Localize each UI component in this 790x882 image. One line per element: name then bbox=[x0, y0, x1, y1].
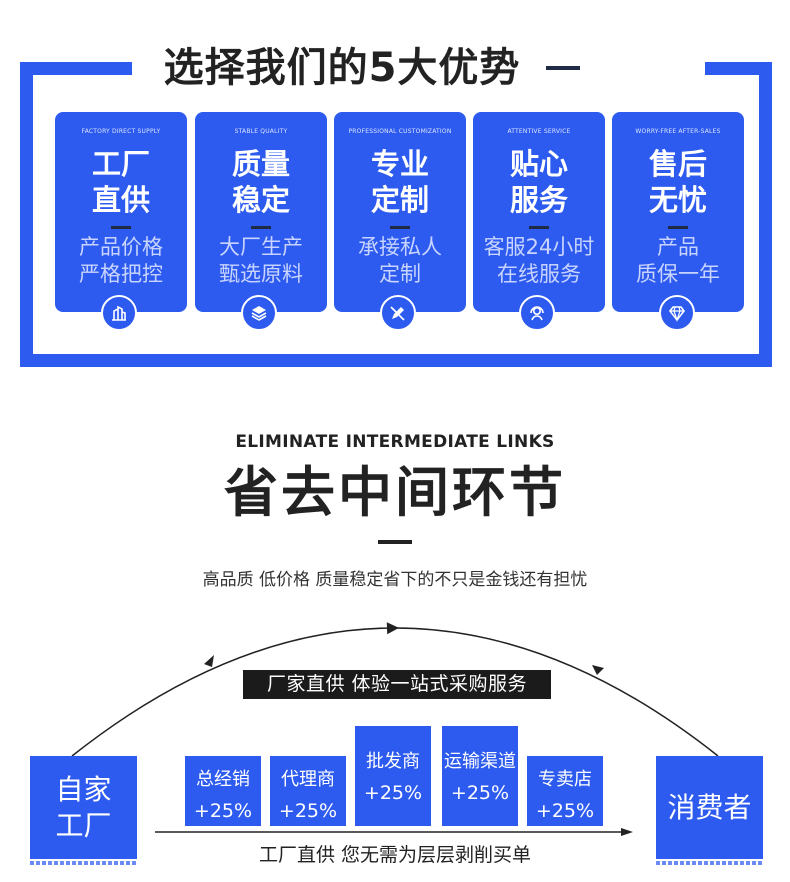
building-chart-icon bbox=[101, 295, 137, 331]
advantage-card-service: ATTENTIVE SERVICE 贴心服务 客服24小时在线服务 bbox=[473, 112, 605, 312]
card-description: 客服24小时在线服务 bbox=[483, 235, 595, 286]
middleman-agent: 代理商 +25% bbox=[270, 756, 346, 826]
title-dash bbox=[546, 66, 580, 70]
card-subtitle-en: STABLE QUALITY bbox=[234, 128, 288, 135]
middleman-transport: 运输渠道 +25% bbox=[442, 726, 518, 826]
card-subtitle-en: FACTORY DIRECT SUPPLY bbox=[81, 128, 161, 135]
pencil-ruler-icon bbox=[380, 295, 416, 331]
section-subtitle: 高品质 低价格 质量稳定省下的不只是金钱还有担忧 bbox=[202, 570, 588, 590]
advantage-card-customization: PROFESSIONAL CUSTOMIZATION 专业定制 承接私人定制 bbox=[334, 112, 466, 312]
card-description: 大厂生产甄选原料 bbox=[219, 235, 303, 286]
direct-supply-caption: 工厂直供 您无需为层层剥削买单 bbox=[258, 844, 532, 866]
frame-top-left-bar bbox=[20, 62, 132, 75]
frame-top-right-bar bbox=[705, 62, 772, 75]
layers-icon bbox=[241, 295, 277, 331]
direct-supply-arrow bbox=[155, 828, 633, 836]
card-dash bbox=[251, 226, 271, 229]
card-subtitle-en: PROFESSIONAL CUSTOMIZATION bbox=[348, 128, 452, 135]
self-factory-box: 自家 工厂 bbox=[30, 756, 137, 859]
section-heading-en: ELIMINATE INTERMEDIATE LINKS bbox=[235, 432, 555, 452]
consumer-box: 消费者 bbox=[656, 756, 763, 859]
card-title: 质量稳定 bbox=[231, 147, 290, 217]
middleman-distributor: 总经销 +25% bbox=[185, 756, 261, 826]
card-description: 产品价格严格把控 bbox=[79, 235, 163, 286]
advantage-card-stable-quality: STABLE QUALITY 质量稳定 大厂生产甄选原料 bbox=[195, 112, 327, 312]
card-title: 工厂直供 bbox=[91, 147, 150, 217]
heading-dash bbox=[378, 540, 412, 544]
card-dash bbox=[111, 226, 131, 229]
card-title: 专业定制 bbox=[370, 147, 429, 217]
card-dash bbox=[529, 226, 549, 229]
middleman-store: 专卖店 +25% bbox=[527, 756, 603, 826]
card-dash bbox=[668, 226, 688, 229]
diamond-icon bbox=[659, 295, 695, 331]
headset-person-icon bbox=[519, 295, 555, 331]
section-heading-cn: 省去中间环节 bbox=[224, 461, 566, 524]
advantage-card-factory-direct: FACTORY DIRECT SUPPLY 工厂直供 产品价格严格把控 bbox=[55, 112, 187, 312]
consumer-box-shadow bbox=[656, 861, 763, 865]
advantage-cards: FACTORY DIRECT SUPPLY 工厂直供 产品价格严格把控 STAB… bbox=[55, 112, 745, 312]
slogan-banner: 厂家直供 体验一站式采购服务 bbox=[243, 670, 551, 699]
card-subtitle-en: ATTENTIVE SERVICE bbox=[507, 128, 571, 135]
advantages-frame bbox=[20, 62, 772, 367]
card-description: 承接私人定制 bbox=[358, 235, 442, 286]
supply-arc-arrow bbox=[71, 622, 719, 757]
advantages-title: 选择我们的5大优势 bbox=[163, 45, 521, 91]
card-description: 产品质保一年 bbox=[636, 235, 720, 286]
card-subtitle-en: WORRY-FREE AFTER-SALES bbox=[635, 128, 721, 135]
factory-box-shadow bbox=[30, 861, 137, 865]
card-title: 贴心服务 bbox=[509, 147, 568, 217]
advantage-card-after-sales: WORRY-FREE AFTER-SALES 售后无忧 产品质保一年 bbox=[612, 112, 744, 312]
middleman-wholesaler: 批发商 +25% bbox=[355, 726, 431, 826]
card-dash bbox=[390, 226, 410, 229]
card-title: 售后无忧 bbox=[648, 147, 707, 217]
